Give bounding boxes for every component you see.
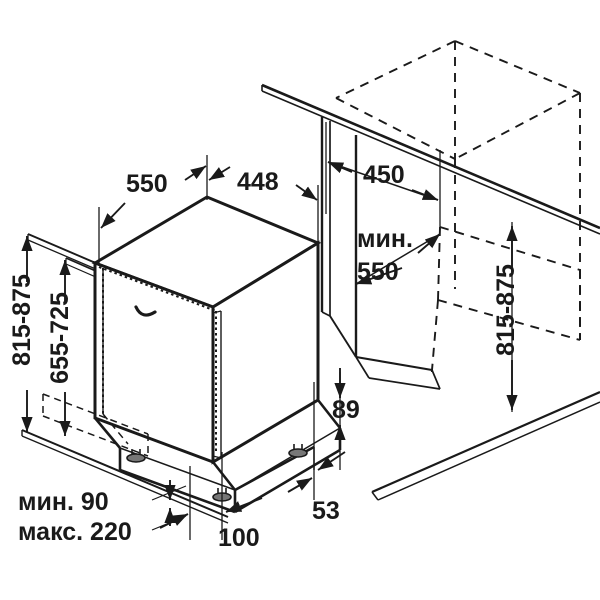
label-base-89: 89 — [332, 396, 360, 424]
label-niche-width-450: 450 — [363, 161, 405, 189]
label-niche-depth-min-value: 550 — [357, 258, 399, 286]
niche-outline-dashed — [335, 40, 581, 371]
door-handle-arc-icon — [134, 305, 157, 317]
label-height-total: 815-875 — [8, 274, 36, 366]
floor-line — [371, 390, 600, 501]
label-base-53: 53 — [312, 497, 340, 525]
label-height-body: 655-725 — [46, 292, 74, 384]
adjustable-foot-icon — [126, 444, 308, 502]
label-niche-height: 815-875 — [492, 264, 520, 356]
appliance-base-recess — [42, 268, 342, 514]
label-plinth-min: мин. 90 — [18, 488, 109, 516]
worktop-slab — [261, 83, 600, 235]
cabinet-side-panel — [320, 117, 441, 390]
label-foot-100: 100 — [218, 524, 260, 552]
label-depth-550: 550 — [126, 170, 168, 198]
leader-lines — [327, 161, 441, 285]
appliance-body — [91, 195, 322, 465]
label-niche-depth-min: мин. — [357, 225, 413, 253]
label-width-448: 448 — [237, 168, 279, 196]
label-plinth-max: макс. 220 — [18, 518, 132, 546]
